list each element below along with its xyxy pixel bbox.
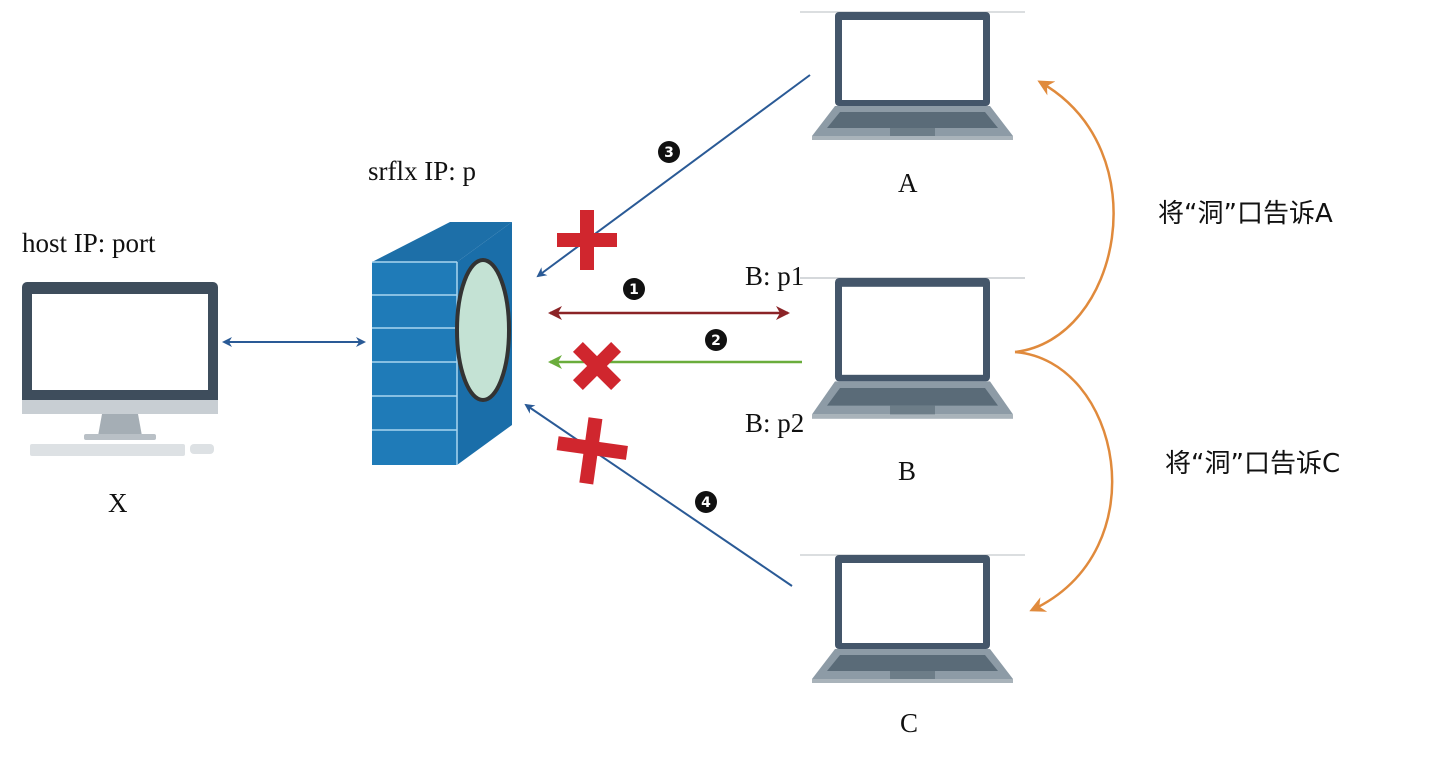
b-p2-label: B: p2 [745, 408, 804, 438]
svg-text:1: 1 [629, 282, 639, 298]
step-3-badge: 3 [658, 141, 680, 163]
host-label: host IP: port [22, 228, 156, 258]
c-label: C [900, 708, 918, 738]
x-label: X [108, 488, 128, 518]
laptop-b-icon [799, 277, 1026, 420]
tell-c-label: 将“洞”口告诉C [1165, 449, 1340, 479]
laptop-c-icon [799, 554, 1026, 684]
svg-text:3: 3 [664, 145, 674, 161]
laptop-a-icon [799, 11, 1026, 141]
blocked-cross-icon [572, 341, 622, 391]
arrow-step-4 [524, 403, 793, 587]
desktop-x-icon [22, 282, 218, 456]
firewall-icon [372, 222, 512, 465]
b-label: B [898, 456, 916, 486]
step-1-badge: 1 [623, 278, 645, 300]
tell-c-arrow [1014, 350, 1114, 612]
svg-text:2: 2 [711, 333, 721, 349]
blocked-cross-icon [556, 417, 628, 485]
tell-a-label: 将“洞”口告诉A [1158, 199, 1333, 229]
srflx-label: srflx IP: p [368, 156, 476, 186]
tell-a-arrow [1014, 80, 1115, 354]
svg-text:4: 4 [701, 495, 711, 511]
a-label: A [898, 168, 918, 198]
step-4-badge: 4 [695, 491, 717, 513]
step-2-badge: 2 [705, 329, 727, 351]
blocked-cross-icon [557, 210, 617, 270]
b-p1-label: B: p1 [745, 261, 804, 291]
